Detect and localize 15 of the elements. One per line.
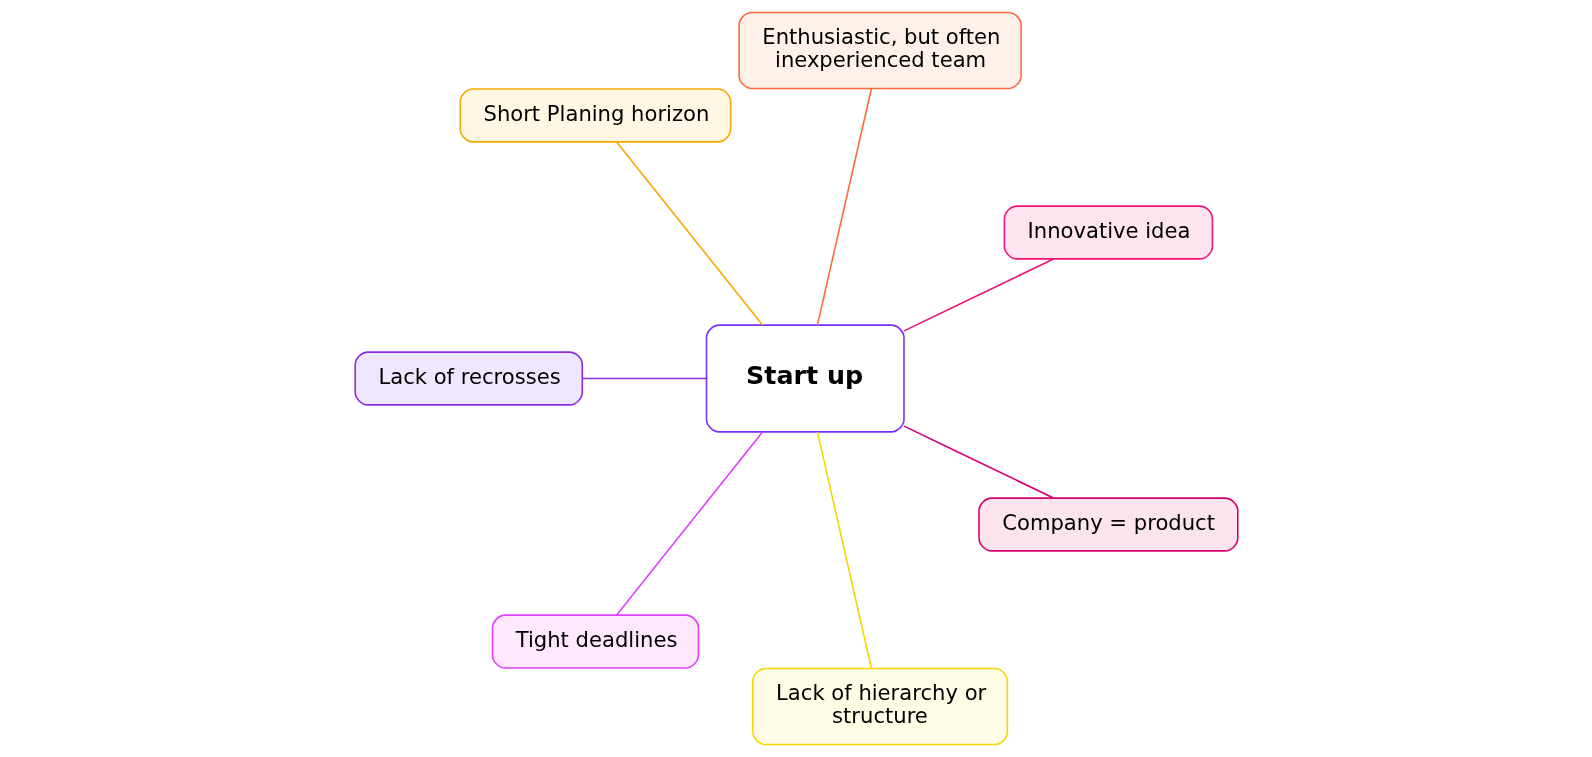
node-box: Innovative idea (1003, 205, 1213, 260)
connector (816, 431, 872, 670)
node-box: Short Planing horizon (458, 88, 731, 143)
node-box: Lack of recrosses (353, 351, 583, 406)
node-box: Start up (705, 324, 905, 433)
connector (581, 377, 707, 380)
connector (902, 425, 1054, 499)
connector (615, 141, 763, 326)
connector (816, 87, 872, 326)
connector (902, 258, 1054, 332)
node-box: Lack of hierarchy or structure (751, 667, 1008, 746)
node-box: Tight deadlines (491, 614, 699, 669)
node-box: Enthusiastic, but often inexperienced team (737, 11, 1022, 90)
node-box: Company = product (977, 497, 1239, 552)
connector (615, 431, 763, 616)
